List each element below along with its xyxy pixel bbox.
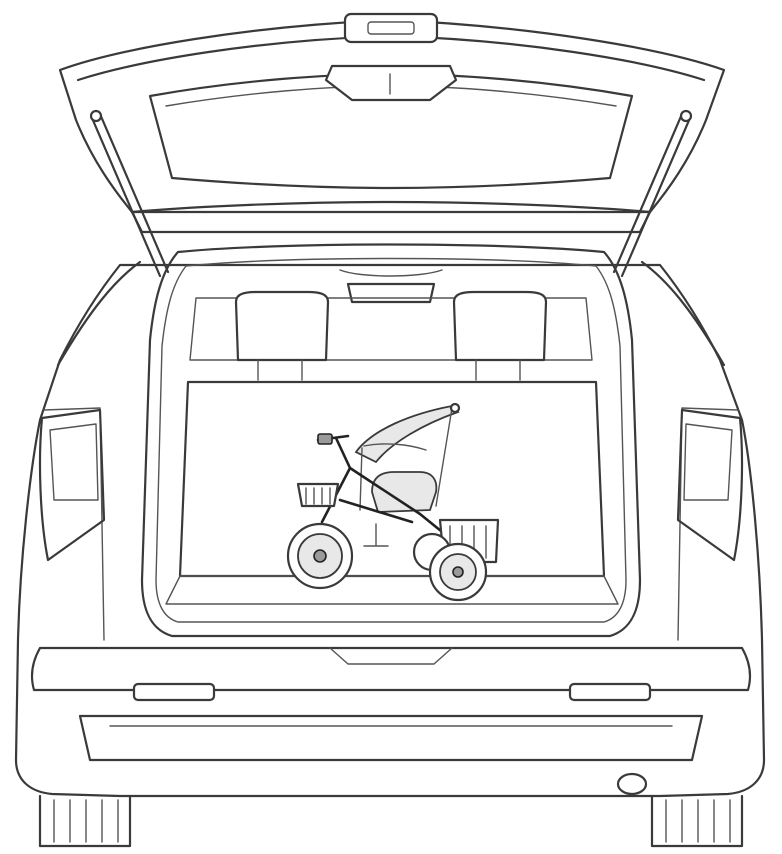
right-tail-light xyxy=(676,408,744,562)
left-tail-light xyxy=(38,408,106,562)
right-gas-strut xyxy=(612,109,693,278)
left-gas-strut xyxy=(89,109,170,278)
open-tailgate xyxy=(58,12,726,234)
tricycle-icon xyxy=(286,402,500,602)
left-headrest xyxy=(234,290,330,362)
wiper-housing-icon xyxy=(324,64,458,102)
right-rear-tire xyxy=(650,794,744,848)
rear-view-mirror-icon xyxy=(346,282,436,304)
right-reflector xyxy=(568,682,652,702)
rear-seats xyxy=(165,290,619,605)
left-rear-tire xyxy=(38,794,132,848)
basket-icon xyxy=(296,482,340,508)
right-headrest xyxy=(452,290,548,362)
rear-bumper xyxy=(30,646,752,796)
left-reflector xyxy=(132,682,216,702)
exhaust-pipe-icon xyxy=(616,772,648,796)
tailgate-handle xyxy=(343,12,439,44)
car-body xyxy=(14,260,766,798)
